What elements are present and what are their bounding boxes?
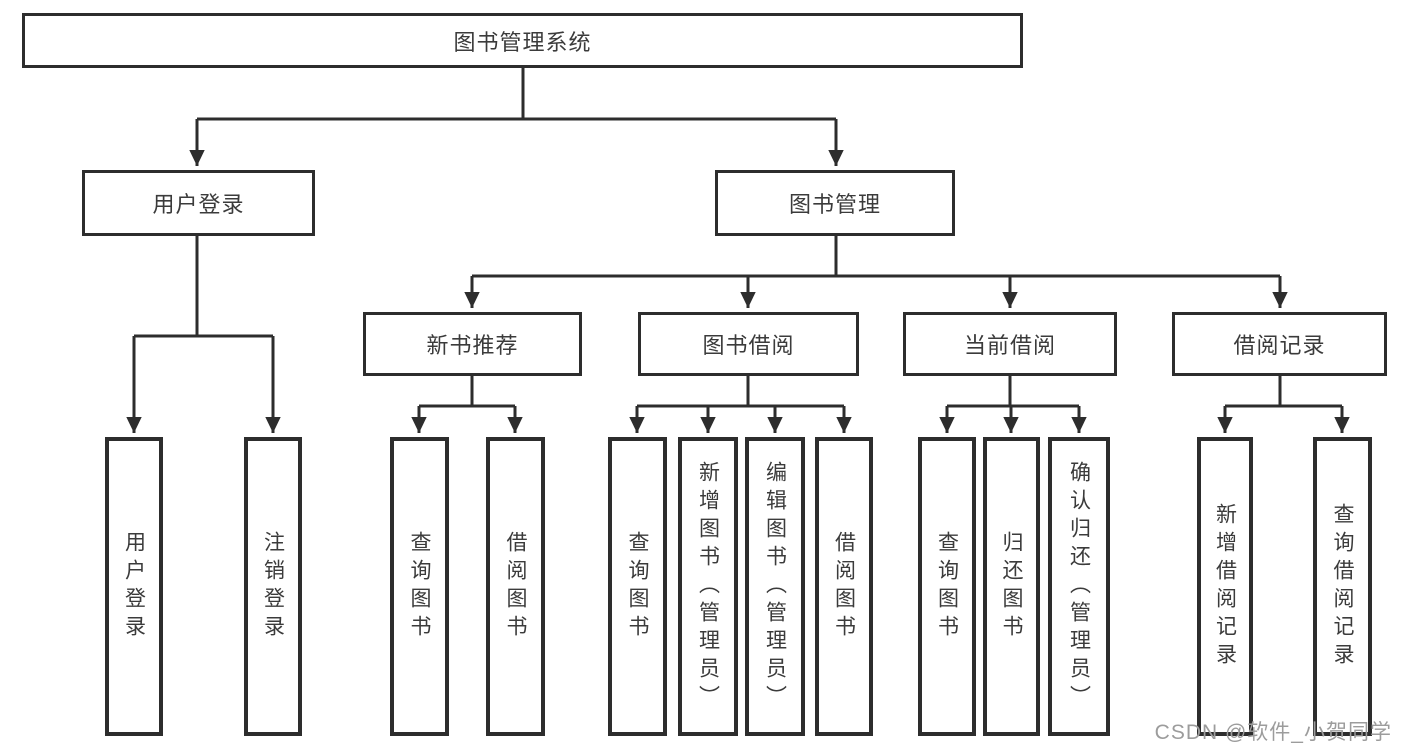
leaf-add-borrow-record: 新增借阅记录 <box>1197 437 1253 736</box>
leaf-label: 借阅图书 <box>832 530 856 643</box>
node-book-management: 图书管理 <box>715 170 955 236</box>
leaf-logout: 注销登录 <box>244 437 302 736</box>
leaf-label: 用户登录 <box>122 530 146 643</box>
node-book-borrowing: 图书借阅 <box>638 312 859 376</box>
leaf-label: 编辑图书（管理员） <box>763 460 787 713</box>
node-library-management-system: 图书管理系统 <box>22 13 1023 68</box>
leaf-edit-books-admin: 编辑图书（管理员） <box>745 437 805 736</box>
node-label: 用户登录 <box>152 192 245 217</box>
leaf-label: 确认归还（管理员） <box>1067 460 1091 713</box>
node-label: 图书管理 <box>788 192 881 217</box>
leaf-label: 查询借阅记录 <box>1331 502 1354 671</box>
leaf-add-books-admin: 新增图书（管理员） <box>678 437 738 736</box>
leaf-label: 归还图书 <box>1000 530 1023 643</box>
leaf-label: 查询图书 <box>408 530 431 643</box>
node-borrowing-records: 借阅记录 <box>1172 312 1387 376</box>
leaf-query-borrow-record: 查询借阅记录 <box>1313 437 1372 736</box>
node-current-borrowing: 当前借阅 <box>903 312 1117 376</box>
node-label: 图书管理系统 <box>453 29 592 55</box>
node-label: 图书借阅 <box>702 333 795 358</box>
leaf-label: 新增图书（管理员） <box>696 460 720 713</box>
node-label: 借阅记录 <box>1233 333 1326 358</box>
leaf-label: 注销登录 <box>261 530 285 643</box>
node-label: 新书推荐 <box>426 333 519 358</box>
leaf-label: 查询图书 <box>626 530 649 643</box>
node-label: 当前借阅 <box>963 333 1056 358</box>
leaf-label: 新增借阅记录 <box>1213 502 1237 671</box>
leaf-query-books-current: 查询图书 <box>918 437 976 736</box>
csdn-watermark: CSDN @软件_小贺同学 <box>1154 721 1392 744</box>
node-new-book-recommend: 新书推荐 <box>363 312 582 376</box>
node-user-login: 用户登录 <box>82 170 315 236</box>
leaf-query-books-borrowing: 查询图书 <box>608 437 667 736</box>
leaf-borrow-books-recommend: 借阅图书 <box>486 437 545 736</box>
leaf-confirm-return-admin: 确认归还（管理员） <box>1048 437 1110 736</box>
leaf-borrow-books-borrowing: 借阅图书 <box>815 437 873 736</box>
leaf-query-books-recommend: 查询图书 <box>390 437 449 736</box>
leaf-user-login: 用户登录 <box>105 437 163 736</box>
leaf-return-books: 归还图书 <box>983 437 1040 736</box>
leaf-label: 查询图书 <box>935 530 959 643</box>
leaf-label: 借阅图书 <box>504 530 527 643</box>
